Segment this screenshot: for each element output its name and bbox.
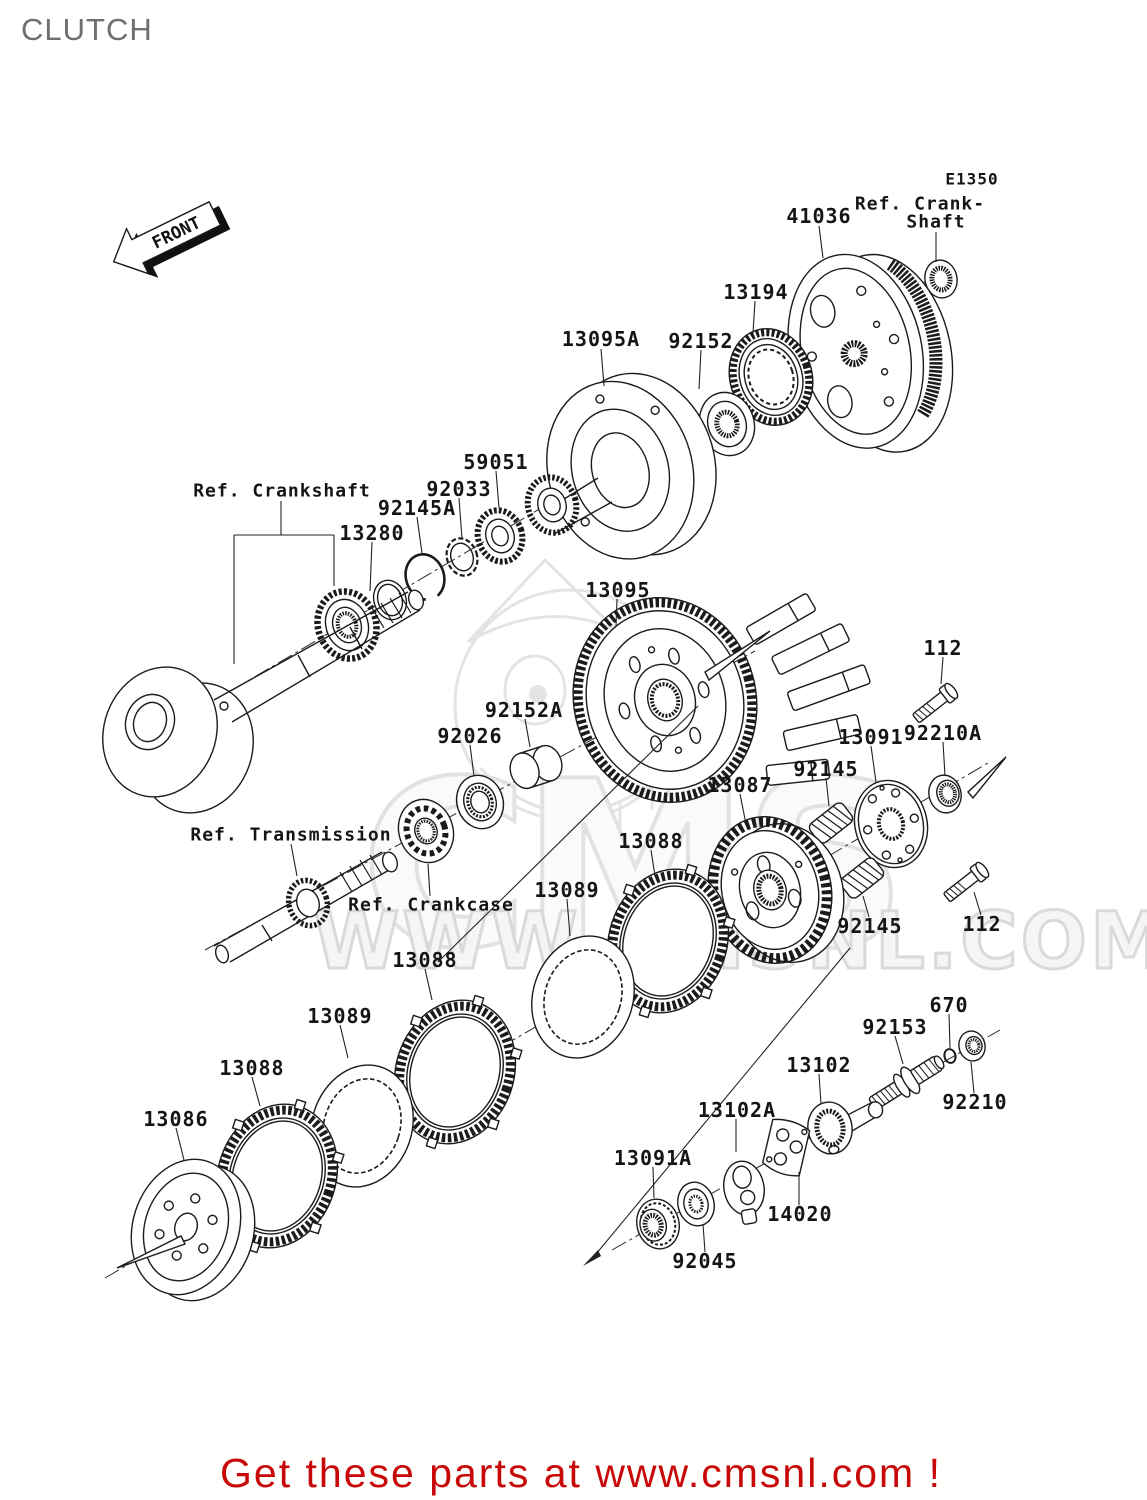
- crankcase-bearing-drawing: [397, 798, 455, 864]
- part-nut-crankshaft-drawing: [924, 259, 958, 299]
- footer-banner: Get these parts at www.cmsnl.com !: [220, 1450, 942, 1496]
- part-670-oring-drawing: [943, 1048, 957, 1064]
- front-arrow-icon: FRONT: [112, 200, 231, 278]
- part-13102A-drawing: [723, 1160, 765, 1225]
- part-112-bolt-upper-drawing: [912, 682, 959, 723]
- part-59051-drawing: [474, 507, 526, 565]
- part-13095A-drawing: [524, 372, 717, 560]
- crankshaft-drawing: [102, 589, 425, 814]
- part-13089-steel-plate-right-drawing: [531, 935, 635, 1059]
- part-13095-drawing: [572, 593, 871, 803]
- leader-lines: [175, 225, 982, 1253]
- page-title: CLUTCH: [21, 12, 153, 47]
- part-13280-drawing: [314, 588, 380, 662]
- part-13088-friction-plate-middle-drawing: [386, 994, 523, 1150]
- part-92026-drawing: [455, 774, 505, 830]
- transmission-shaft-drawing: [213, 851, 399, 964]
- part-92045-drawing: [677, 1181, 715, 1227]
- part-112-bolt-lower-drawing: [943, 861, 990, 902]
- part-92210-drawing: [958, 1030, 986, 1062]
- part-92152A-drawing: [509, 744, 563, 790]
- part-92145-spring-upper-drawing: [808, 802, 854, 844]
- part-13086-drawing: [130, 1158, 256, 1302]
- part-13088-friction-plate-right-drawing: [599, 863, 736, 1019]
- part-92210A-drawing: [928, 774, 962, 814]
- part-14020-drawing: [761, 1118, 811, 1177]
- part-13102-drawing: [807, 1101, 884, 1155]
- part-92033-drawing: [445, 537, 479, 577]
- part-13091-drawing: [853, 779, 929, 869]
- part-13091A-drawing: [636, 1198, 680, 1250]
- assembly-arrows: [116, 630, 1007, 1269]
- part-41036-drawing: [787, 253, 954, 453]
- part-92145-spring-lower-drawing: [839, 857, 885, 899]
- part-13194-drawing: [728, 328, 814, 426]
- part-92152-drawing: [698, 391, 756, 457]
